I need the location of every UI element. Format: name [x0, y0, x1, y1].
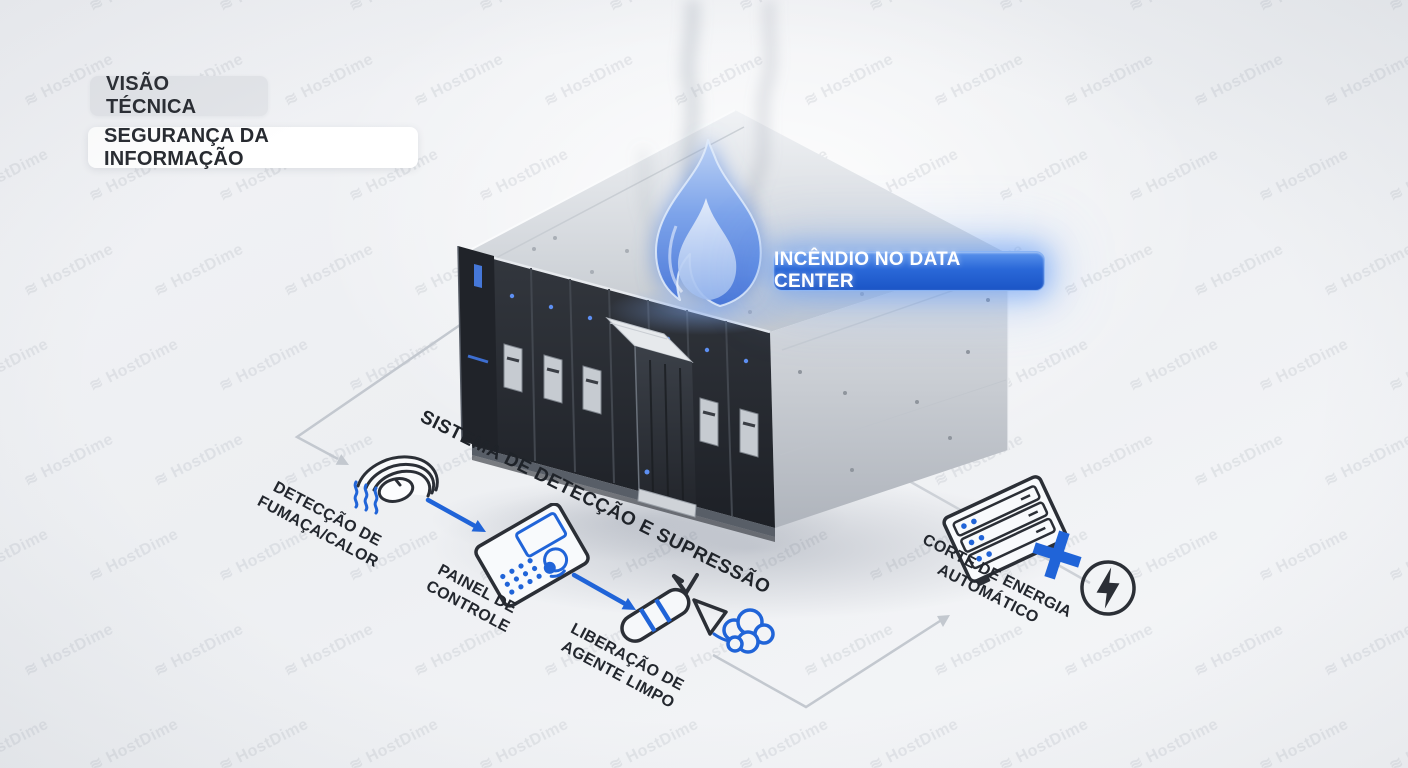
extinguisher-handle: [672, 573, 699, 595]
smoke-detector-icon: [353, 455, 439, 515]
spray-cloud: [712, 608, 775, 654]
control-panel-icon: [474, 503, 590, 608]
connector-to-detector: [294, 323, 461, 465]
fire-extinguisher-icon: [620, 573, 775, 654]
pulled-blade: [605, 317, 697, 518]
arrow-detector-to-panel: [425, 497, 486, 532]
incident-badge: INCÊNDIO NO DATA CENTER: [773, 249, 1045, 292]
flame-icon: [655, 139, 762, 307]
tag-seguranca-informacao: SEGURANÇA DA INFORMAÇÃO: [88, 125, 418, 170]
connector-to-power-cut: [712, 615, 950, 709]
lightning-icon: [1080, 560, 1136, 616]
server-power-cut-icon: [942, 475, 1068, 586]
cancel-x-icon: [1032, 530, 1082, 580]
arrow-panel-to-extinguisher: [571, 572, 636, 610]
tag-visao-tecnica: VISÃO TÉCNICA: [90, 73, 268, 118]
